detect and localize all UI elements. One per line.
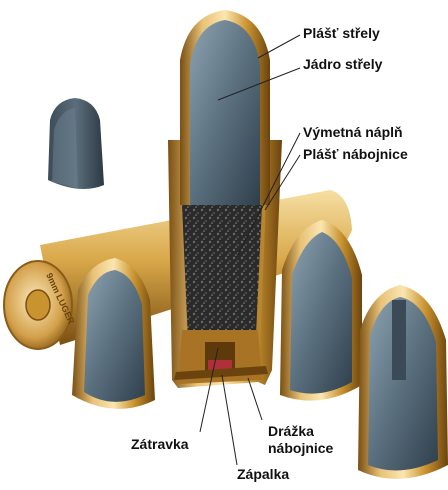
bullet-core <box>190 20 260 205</box>
leader-case-groove <box>248 378 262 420</box>
sectioned-bullet-far-right <box>358 285 448 479</box>
label-bullet-core: Jádro střely <box>303 56 382 72</box>
central-cutaway-cartridge <box>168 10 282 388</box>
sectioned-bullet-right <box>280 220 362 401</box>
loose-bullet-back <box>48 98 104 189</box>
label-plug: Zátravka <box>131 436 189 452</box>
label-propellant: Výmetná náplň <box>303 124 403 140</box>
propellant-powder <box>182 205 262 340</box>
label-bullet-jacket: Plášť střely <box>303 25 380 41</box>
leader-primer <box>222 375 237 465</box>
primer-charge <box>208 360 232 370</box>
label-case-groove-line1: Drážka <box>268 423 314 439</box>
label-cartridge-case: Plášť nábojnice <box>303 146 408 162</box>
label-primer: Zápalka <box>237 466 289 482</box>
label-case-groove-line2: nábojnice <box>268 440 333 456</box>
